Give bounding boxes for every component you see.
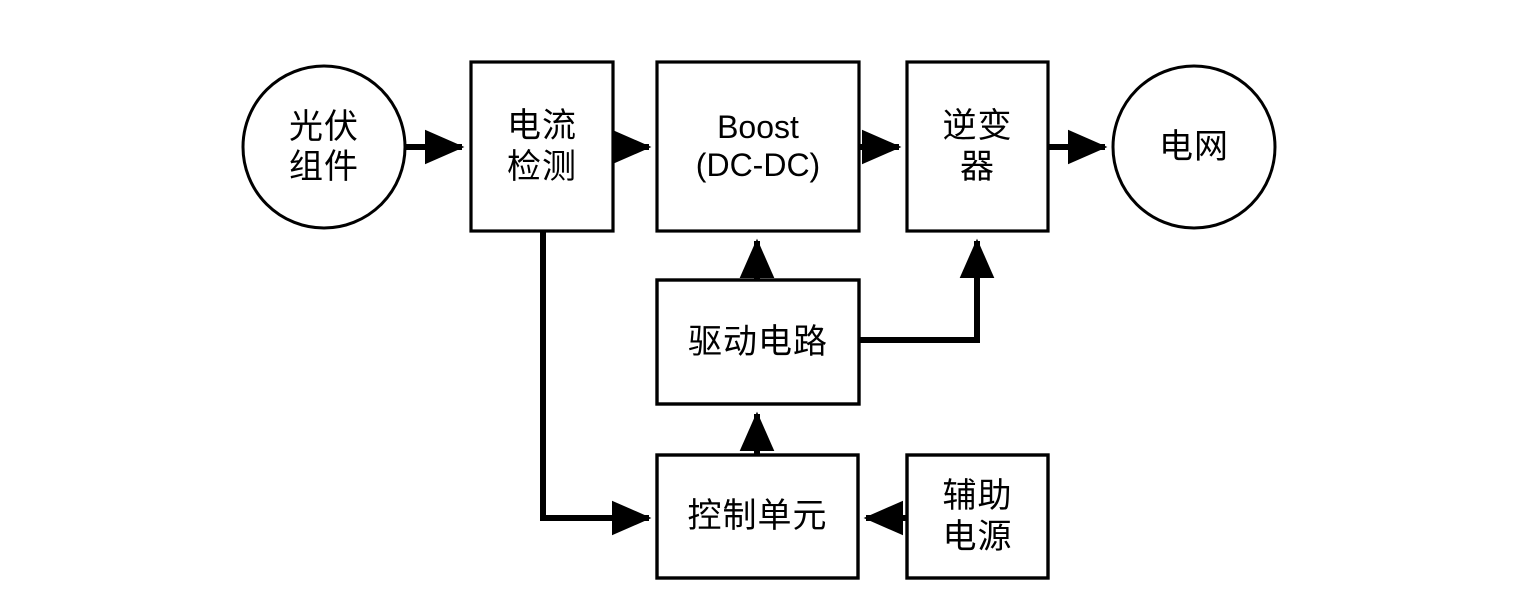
node-current-detection[interactable] xyxy=(469,60,615,233)
node-control-unit[interactable] xyxy=(655,453,860,580)
node-drive-circuit[interactable] xyxy=(655,278,861,406)
edges-layer xyxy=(405,129,1108,536)
node-power-grid[interactable] xyxy=(1111,64,1277,230)
node-auxiliary-power[interactable] xyxy=(905,453,1050,580)
node-pv-module[interactable] xyxy=(241,64,407,230)
edge-drive-to-inverter xyxy=(859,238,995,343)
edge-current-to-control xyxy=(540,231,652,536)
node-inverter[interactable] xyxy=(905,60,1050,233)
nodes-layer xyxy=(241,60,1277,580)
node-boost-dcdc[interactable] xyxy=(655,60,861,233)
